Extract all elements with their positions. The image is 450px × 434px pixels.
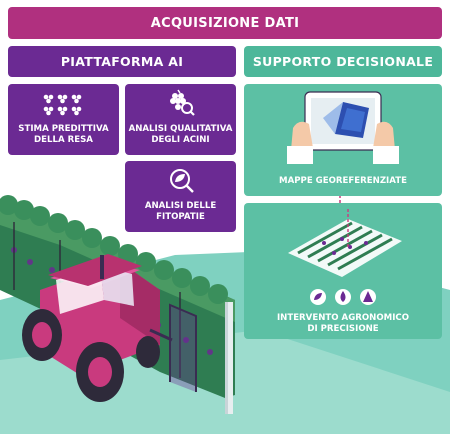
georeferenced-maps-label: MAPPE GEOREFERENZIATE (279, 176, 407, 186)
ai-platform-header: PIATTAFORMA AI (8, 46, 236, 77)
decision-support-header: SUPPORTO DECISIONALE (244, 46, 442, 77)
tractor (22, 254, 173, 402)
leaf-treatment-icon (310, 289, 326, 305)
grape-grid-icon (43, 94, 81, 116)
vineyard-rows-icon (288, 209, 402, 277)
precision-intervention-card: INTERVENTO AGRONOMICO DI PRECISIONE (244, 203, 442, 339)
berry-quality-card: ANALISI QUALITATIVA DEGLI ACINI (125, 84, 236, 155)
data-acquisition-banner: ACQUISIZIONE DATI (8, 7, 442, 39)
row-end-post (225, 302, 233, 414)
decision-support-title: SUPPORTO DECISIONALE (252, 54, 434, 69)
data-acquisition-title: ACQUISIZIONE DATI (150, 15, 300, 31)
spray-treatment-icon (335, 289, 351, 305)
georeferenced-maps-card: MAPPE GEOREFERENZIATE (244, 84, 442, 196)
grape-cluster-search-icon (169, 89, 195, 116)
treatment-icons-row (310, 289, 376, 305)
ai-platform-title: PIATTAFORMA AI (60, 54, 184, 69)
phytopathology-card: ANALISI DELLE FITOPATIE (125, 161, 236, 232)
yield-prediction-label: STIMA PREDITTIVA DELLA RESA (18, 124, 109, 145)
precision-intervention-label: INTERVENTO AGRONOMICO DI PRECISIONE (276, 313, 410, 334)
berry-quality-label: ANALISI QUALITATIVA DEGLI ACINI (128, 124, 233, 145)
tablet-map-icon (287, 91, 399, 164)
pruning-treatment-icon (360, 289, 376, 305)
leaf-search-icon (169, 169, 194, 193)
yield-prediction-card: STIMA PREDITTIVA DELLA RESA (8, 84, 119, 155)
scanner-frame (169, 303, 197, 392)
phytopathology-label: ANALISI DELLE FITOPATIE (144, 201, 217, 222)
